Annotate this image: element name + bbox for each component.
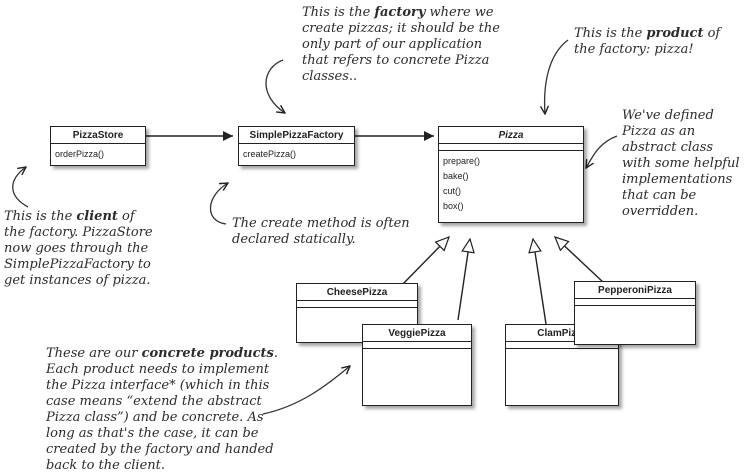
class-name: CheesePizza (297, 284, 417, 301)
class-name: Pizza (439, 127, 583, 144)
note-create-method: The create method is often declared stat… (232, 216, 412, 248)
create-method-pointer (209, 183, 228, 225)
note-text: of the factory: pizza! (574, 26, 721, 57)
method: box() (443, 201, 464, 211)
note-abstract: We've defined Pizza as an abstract class… (622, 108, 742, 220)
note-product: This is the product of the factory: pizz… (574, 26, 724, 58)
class-pizza: Pizza prepare() bake() cut() box() (438, 126, 584, 223)
note-concrete-products: These are our concrete products. Each pr… (46, 346, 286, 474)
class-name: PepperoniPizza (575, 282, 695, 299)
veggie-inherit-arrow (457, 237, 475, 321)
note-text: This is the (574, 26, 647, 41)
class-name: SimplePizzaFactory (239, 127, 354, 144)
abstract-note-pointer (586, 135, 618, 168)
cheese-inherit-arrow (399, 235, 451, 288)
note-client: This is the client of the factory. Pizza… (4, 209, 154, 289)
method: cut() (443, 186, 461, 196)
note-text: of the factory. PizzaStore now goes thro… (4, 209, 153, 288)
note-emphasis: client (76, 209, 118, 224)
method: createPizza() (243, 149, 297, 159)
note-text: This is the (4, 209, 77, 224)
note-text: These are our (46, 346, 142, 361)
note-text: . Each product needs to implement the Pi… (46, 346, 278, 473)
method: bake() (443, 171, 469, 181)
class-name: PizzaStore (51, 127, 145, 144)
client-note-pointer (12, 167, 29, 208)
class-pizza-store: PizzaStore orderPizza() (50, 126, 146, 166)
class-name: VeggiePizza (363, 325, 471, 342)
note-text: The create method is often declared stat… (232, 216, 410, 247)
method: prepare() (443, 156, 481, 166)
class-simple-pizza-factory: SimplePizzaFactory createPizza() (238, 126, 355, 166)
note-emphasis: product (646, 26, 704, 41)
method: orderPizza() (55, 149, 105, 159)
note-text: We've defined Pizza as an abstract class… (622, 108, 740, 219)
factory-note-pointer (265, 59, 285, 113)
note-text: where we create pizzas; it should be the… (302, 5, 500, 84)
note-emphasis: factory (374, 5, 426, 20)
product-note-pointer (545, 39, 569, 114)
pepperoni-inherit-arrow (553, 236, 605, 284)
concrete-note-pointer (262, 366, 350, 415)
class-veggie-pizza: VeggiePizza (362, 324, 472, 406)
note-factory: This is the factory where we create pizz… (302, 5, 512, 85)
class-name: ClamPizza (506, 325, 618, 342)
note-emphasis: concrete products (141, 346, 274, 361)
class-pepperoni-pizza: PepperoniPizza (574, 281, 696, 345)
note-text: This is the (302, 5, 375, 20)
clam-inherit-arrow (528, 237, 547, 325)
